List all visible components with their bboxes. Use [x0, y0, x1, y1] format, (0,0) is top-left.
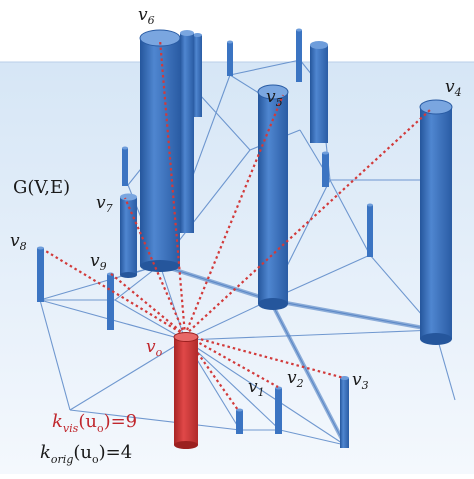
metric-k-vis: kvis(uo)=9: [52, 411, 137, 435]
label-v6: v6: [138, 5, 155, 27]
pillar-v7: [120, 193, 137, 278]
label-v5: v5: [266, 87, 283, 109]
pillar-v1: [236, 408, 243, 434]
pillar-v3: [340, 376, 349, 448]
pillar-v8: [37, 246, 44, 302]
graph-title: G(V,E): [13, 177, 70, 198]
label-v9: v9: [90, 251, 107, 273]
metric-k-orig: korig(uo)=4: [40, 442, 132, 466]
ground-plane: [0, 62, 474, 474]
visibility-lines: [43, 39, 431, 411]
origin-pillar-vo: [173, 332, 199, 449]
label-v2: v2: [287, 368, 304, 390]
pillar-v2: [275, 386, 282, 434]
label-v3: v3: [352, 370, 369, 392]
label-v1: v1: [248, 377, 265, 399]
graph-edges-bold: [159, 263, 436, 446]
background-pillars: [107, 28, 373, 330]
pillar-v4: [419, 99, 453, 345]
pillar-v5: [257, 84, 289, 310]
label-v7: v7: [96, 193, 113, 215]
label-v4: v4: [445, 77, 462, 99]
label-v8: v8: [10, 231, 27, 253]
label-vo: vo: [146, 337, 163, 359]
pillar-v6: [139, 29, 194, 272]
